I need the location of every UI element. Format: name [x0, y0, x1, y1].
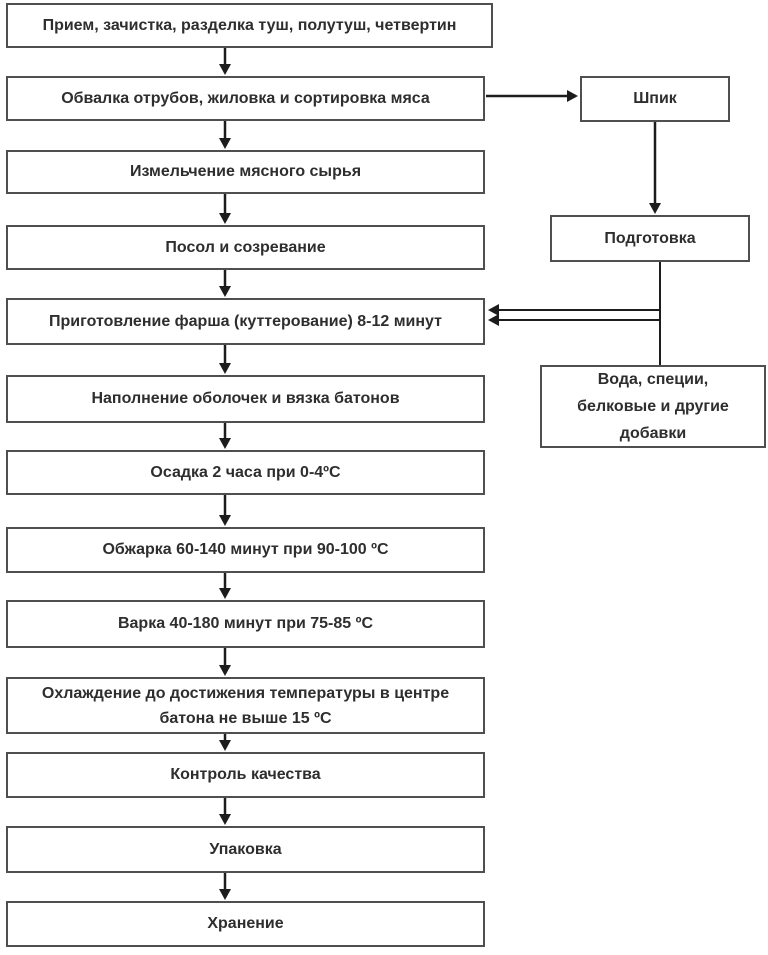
flow-step-farsh: Приготовление фарша (куттерование) 8-12 … — [6, 298, 485, 345]
arrow-right-obvalka-shpik — [486, 90, 578, 102]
flow-step-podgotovka: Подготовка — [550, 215, 750, 262]
flow-step-label: Упаковка — [209, 840, 282, 858]
flow-step-posol: Посол и созревание — [6, 225, 485, 270]
flow-step-label: Измельчение мясного сырья — [129, 163, 362, 180]
flow-step-label: Обжарка 60-140 минут при 90-100 ºС — [102, 541, 389, 558]
flow-step-label: Прием, зачистка, разделка туш, полутуш, … — [42, 16, 457, 34]
flow-step-label: Вода, специи, белковые и другие добавки — [577, 371, 729, 442]
flow-step-upakovka: Упаковка — [6, 826, 485, 873]
flow-step-label: Обвалка отрубов, жиловка и сортировка мя… — [61, 89, 430, 107]
arrow-down-upakovka-hranenie — [219, 873, 231, 900]
flow-step-label: Шпик — [633, 90, 677, 107]
flow-step-obzharka: Обжарка 60-140 минут при 90-100 ºС — [6, 527, 485, 573]
flow-step-varka: Варка 40-180 минут при 75-85 ºС — [6, 600, 485, 648]
flow-step-obvalka: Обвалка отрубов, жиловка и сортировка мя… — [6, 76, 485, 121]
flow-step-label: Контроль качества — [170, 766, 321, 783]
flow-step-label: Приготовление фарша (куттерование) 8-12 … — [49, 312, 442, 330]
flow-step-shpik: Шпик — [580, 76, 730, 122]
arrow-down-farsh-napolnenie — [219, 345, 231, 374]
flow-step-label: Посол и созревание — [165, 238, 326, 256]
arrow-down-obvalka-izmelchenie — [219, 121, 231, 149]
flow-step-label: Варка 40-180 минут при 75-85 ºС — [117, 615, 374, 632]
flow-step-ohlazhdenie: Охлаждение до достижения температуры в ц… — [6, 677, 485, 734]
arrow-down-varka-ohlazhdenie — [219, 648, 231, 676]
flow-step-priem: Прием, зачистка, разделка туш, полутуш, … — [6, 3, 493, 48]
flow-step-osadka: Осадка 2 часа при 0-4ºС — [6, 450, 485, 495]
flow-step-kontrol: Контроль качества — [6, 752, 485, 798]
arrow-down-shpik-podgotovka — [649, 122, 661, 214]
flow-step-dobavki: Вода, специи, белковые и другие добавки — [540, 365, 766, 448]
arrow-down-obzharka-varka — [219, 573, 231, 599]
flow-step-napolnenie: Наполнение оболочек и вязка батонов — [6, 375, 485, 423]
arrow-down-posol-farsh — [219, 270, 231, 297]
arrow-left-dobavki-farsh — [488, 314, 660, 326]
arrow-down-priem-obvalka — [219, 48, 231, 75]
flow-step-label: Наполнение оболочек и вязка батонов — [91, 390, 400, 407]
arrow-left-podgotovka-farsh — [488, 304, 660, 316]
flow-step-label: Охлаждение до достижения температуры в ц… — [41, 684, 450, 727]
arrow-down-napolnenie-osadka — [219, 423, 231, 449]
flow-step-hranenie: Хранение — [6, 901, 485, 947]
flow-step-label: Хранение — [207, 915, 284, 932]
arrow-down-kontrol-upakovka — [219, 798, 231, 825]
flow-step-label: Подготовка — [604, 229, 696, 247]
arrow-down-osadka-obzharka — [219, 495, 231, 526]
arrow-down-ohlazhdenie-kontrol — [219, 734, 231, 751]
flow-step-label: Осадка 2 часа при 0-4ºС — [150, 463, 341, 481]
flow-step-izmelchenie: Измельчение мясного сырья — [6, 150, 485, 194]
arrow-down-izmelchenie-posol — [219, 194, 231, 224]
